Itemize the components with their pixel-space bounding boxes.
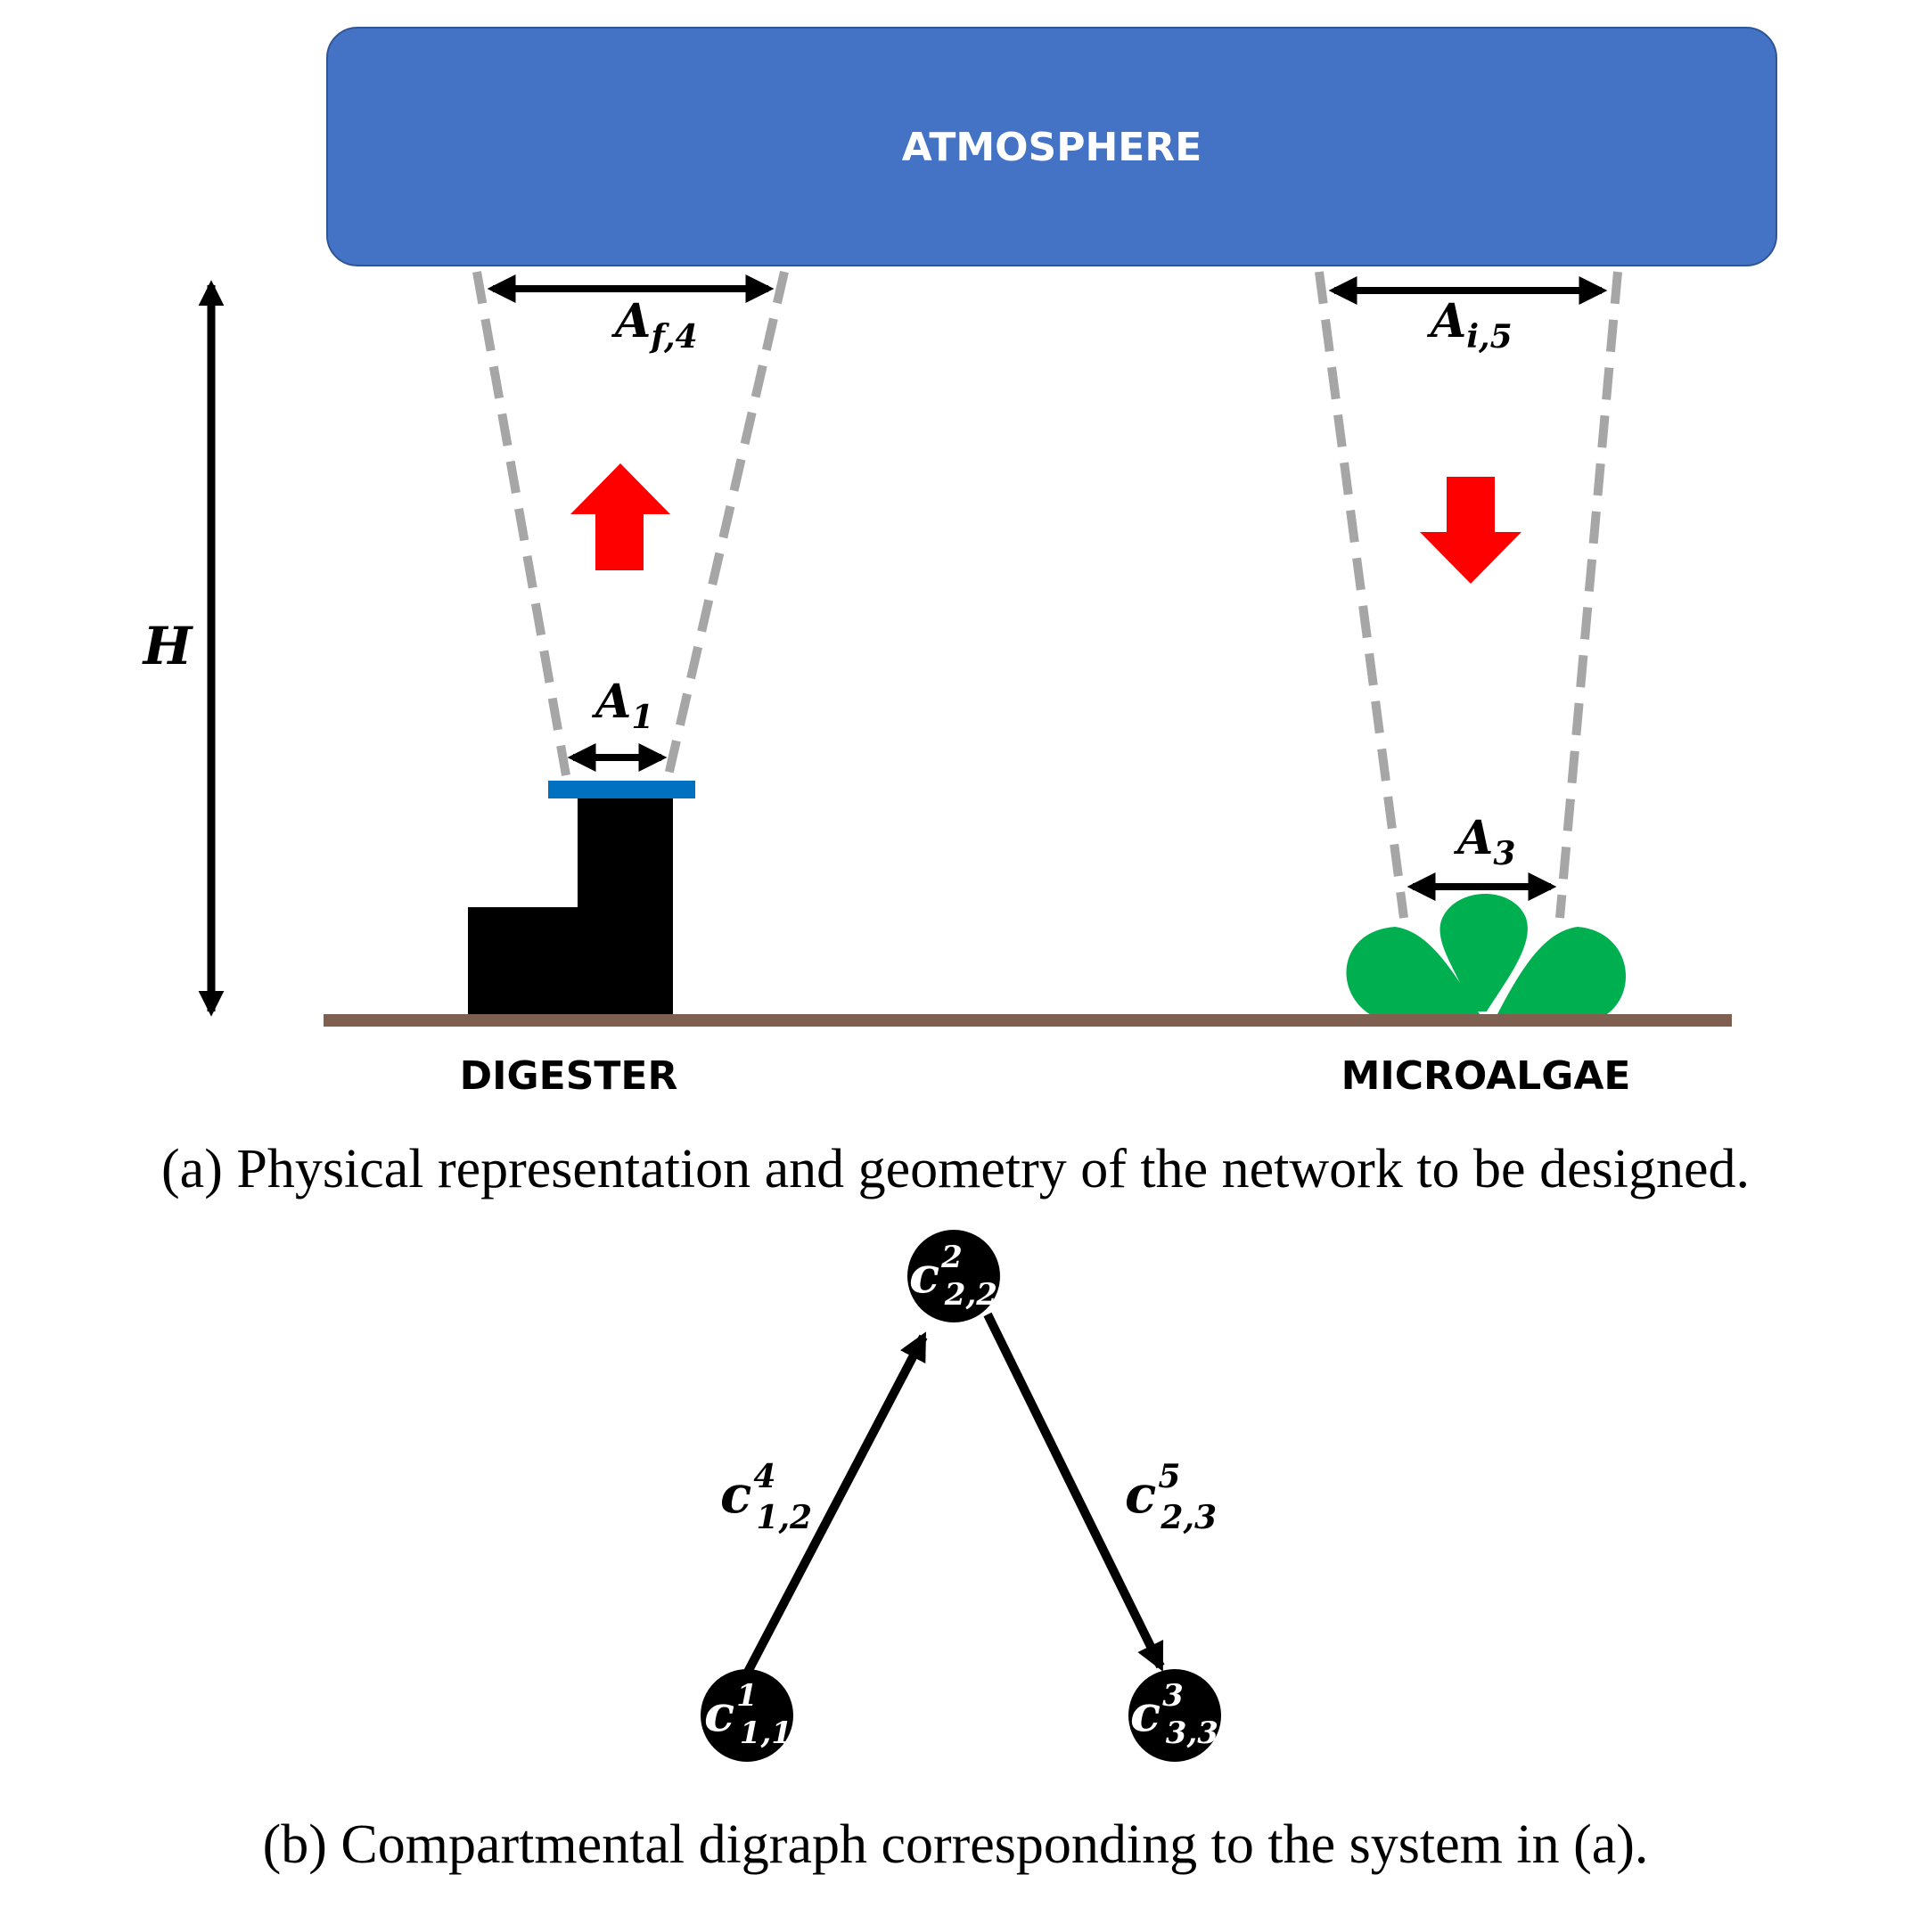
svg-text:c22,2: c22,2 [909,1240,997,1313]
svg-text:c33,3: c33,3 [1130,1678,1218,1751]
digester-outlet [548,781,695,798]
microalgae-label: MICROALGAE [1341,1053,1631,1099]
microalgae-icon [1346,894,1626,1016]
uptake-down-arrow [1420,477,1521,584]
a1-label: A1 [591,675,653,736]
a3-label: A3 [1453,811,1515,872]
atmosphere-label: ATMOSPHERE [902,125,1202,170]
digester-label: DIGESTER [460,1053,678,1099]
emission-up-arrow [570,463,670,570]
panel-a: ATMOSPHERE H Af,4 Ai,5 A1 A3 [142,27,1777,1199]
ground-line [324,1014,1732,1027]
atmosphere-box: ATMOSPHERE [326,27,1777,266]
ai5-label: Ai,5 [1426,294,1513,356]
caption-a: (a) Physical representation and geometry… [161,1139,1750,1199]
svg-text:c11,1: c11,1 [704,1678,792,1751]
caption-b: (b) Compartmental digraph corresponding … [263,1814,1649,1875]
digester-cone [472,270,789,777]
digester-icon [468,798,673,1019]
edge-c11-c22 [742,1331,928,1676]
microalgae-cone [1315,271,1622,919]
height-label: H [142,616,194,676]
af4-label: Af,4 [611,294,698,356]
edge-c22-c33 [983,1312,1165,1672]
